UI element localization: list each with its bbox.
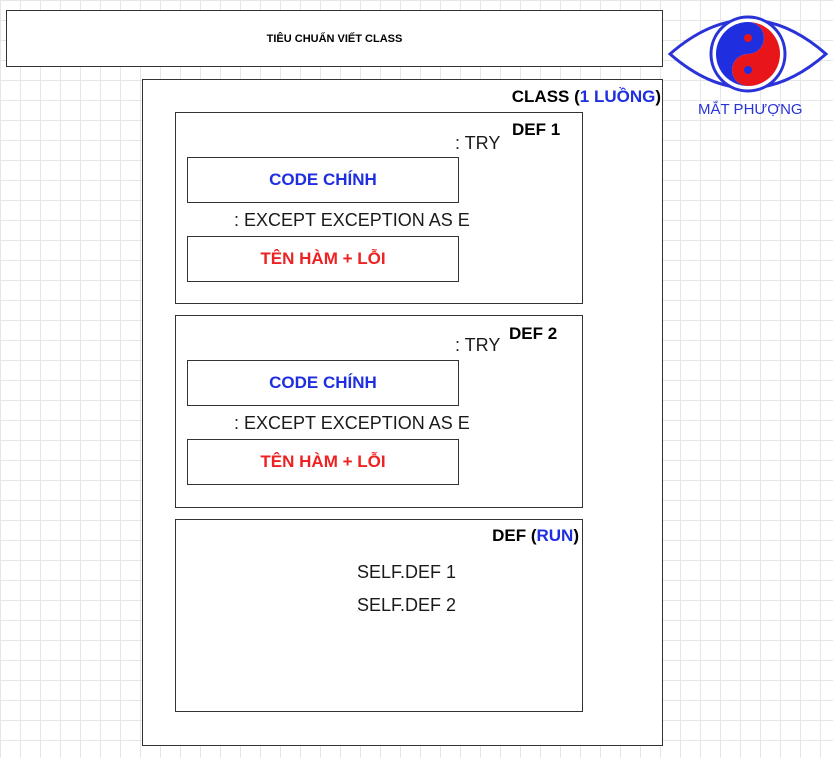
class-label-highlight: 1 LUỒNG — [579, 87, 656, 106]
class-label: CLASS (1 LUỒNG) — [512, 87, 661, 107]
title-box: TIÊU CHUẨN VIẾT CLASS — [6, 10, 663, 67]
yin-yang-symbol — [716, 22, 780, 86]
class-label-suffix: ) — [655, 87, 661, 106]
def2-code-box: CODE CHÍNH — [187, 360, 459, 406]
class-label-prefix: CLASS ( — [511, 87, 580, 106]
def2-error-label: TÊN HÀM + LỖI — [260, 452, 386, 471]
def-run-label: DEF (RUN) — [492, 526, 579, 546]
def-run-label-suffix: ) — [573, 526, 579, 545]
def2-error-box: TÊN HÀM + LỖI — [187, 439, 459, 485]
page-title: TIÊU CHUẨN VIẾT CLASS — [266, 32, 403, 45]
logo-caption: MẮT PHƯỢNG — [698, 101, 803, 118]
def-run-call-2: SELF.DEF 2 — [357, 595, 457, 615]
def-run-container — [175, 519, 583, 712]
def-run-call-1: SELF.DEF 1 — [357, 562, 457, 582]
def2-try: : TRY — [455, 335, 501, 355]
def1-code-box: CODE CHÍNH — [187, 157, 459, 203]
def1-except: : EXCEPT EXCEPTION AS E — [234, 210, 470, 230]
def2-label: DEF 2 — [509, 324, 558, 343]
def1-label: DEF 1 — [512, 120, 561, 139]
def-run-label-prefix: DEF ( — [492, 526, 537, 545]
def1-error-label: TÊN HÀM + LỖI — [260, 249, 386, 268]
def2-code-label: CODE CHÍNH — [269, 373, 377, 392]
def1-try: : TRY — [455, 133, 501, 153]
def-run-label-highlight: RUN — [536, 526, 574, 545]
def1-error-box: TÊN HÀM + LỖI — [187, 236, 459, 282]
eye-yin-yang-icon — [667, 15, 829, 93]
def2-except: : EXCEPT EXCEPTION AS E — [234, 413, 470, 433]
def1-code-label: CODE CHÍNH — [269, 170, 377, 189]
